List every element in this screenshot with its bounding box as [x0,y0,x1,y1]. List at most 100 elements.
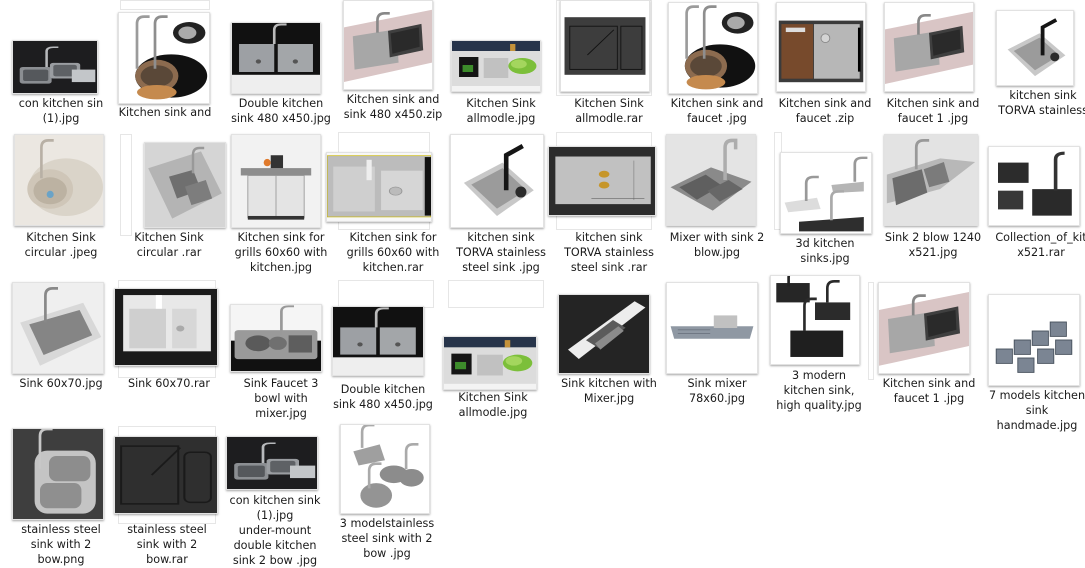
file-thumbnail-white-model-dark[interactable] [114,288,218,366]
file-thumbnail-inset-sink-pink[interactable] [884,2,974,92]
file-thumbnail-dark-model[interactable] [114,436,218,514]
file-thumbnail-torva-sink[interactable] [996,10,1074,86]
file-thumbnail-black-collection[interactable] [988,146,1080,226]
file-thumbnail-inset-sink-pink[interactable] [878,282,970,374]
file-thumbnail-flat-sink[interactable] [666,282,758,374]
file-thumbnail-seven-models[interactable] [988,294,1080,386]
file-name-label[interactable]: Kitchen sink and [112,105,218,120]
file-thumbnail-deep-sink[interactable] [12,282,104,374]
file-item[interactable]: Sink 60x70.jpg [8,0,114,563]
file-thumbnail-three-bowl[interactable] [230,304,322,372]
file-thumbnail-double-sink-dark[interactable] [332,306,424,376]
file-thumbnail-grey-model[interactable] [326,152,432,222]
file-thumbnail-grill-cart[interactable] [231,134,321,228]
file-name-label[interactable]: con kitchen sin(1).jpg [8,96,114,126]
file-item[interactable]: Sink 60x70.rar [114,0,222,563]
file-name-label[interactable]: Sink 60x70.jpg [8,376,114,391]
file-thumbnail-slim-sink-dark[interactable] [558,294,650,374]
file-thumbnail-black-three[interactable] [770,275,860,365]
file-item[interactable]: Kitchen sink and [112,0,218,563]
file-thumbnail-torva-model[interactable] [548,146,656,216]
file-thumbnail-mixer-double[interactable] [666,134,756,226]
file-thumbnail-torva-sink[interactable] [450,134,544,228]
file-thumbnail-inset-sink-pink[interactable] [343,0,433,90]
file-item[interactable]: con kitchen sin(1).jpg [8,0,114,563]
file-thumbnail-wireframe-dark[interactable] [560,0,650,92]
file-name-label[interactable]: Sink 60x70.rar [116,376,222,391]
file-thumbnail-board-sink[interactable] [776,2,866,92]
file-thumbnail-round-sink-copper[interactable] [118,12,210,104]
file-thumbnail-sink-salad[interactable] [451,40,541,92]
file-thumbnail-double-sink-dark[interactable] [231,22,321,94]
file-thumbnail-circular-sink[interactable] [14,134,104,226]
file-thumbnail-sink-salad[interactable] [443,336,537,390]
file-thumbnail-long-sink[interactable] [884,134,978,226]
file-thumbnail-corner-sink-dark[interactable] [226,436,318,490]
file-thumbnail-three-sinks[interactable] [780,152,872,234]
file-thumbnail-round-sink-copper[interactable] [668,2,758,94]
file-thumbnail-two-bowl-dark[interactable] [12,428,104,520]
file-thumbnail-corner-sink-dark[interactable] [12,40,98,94]
